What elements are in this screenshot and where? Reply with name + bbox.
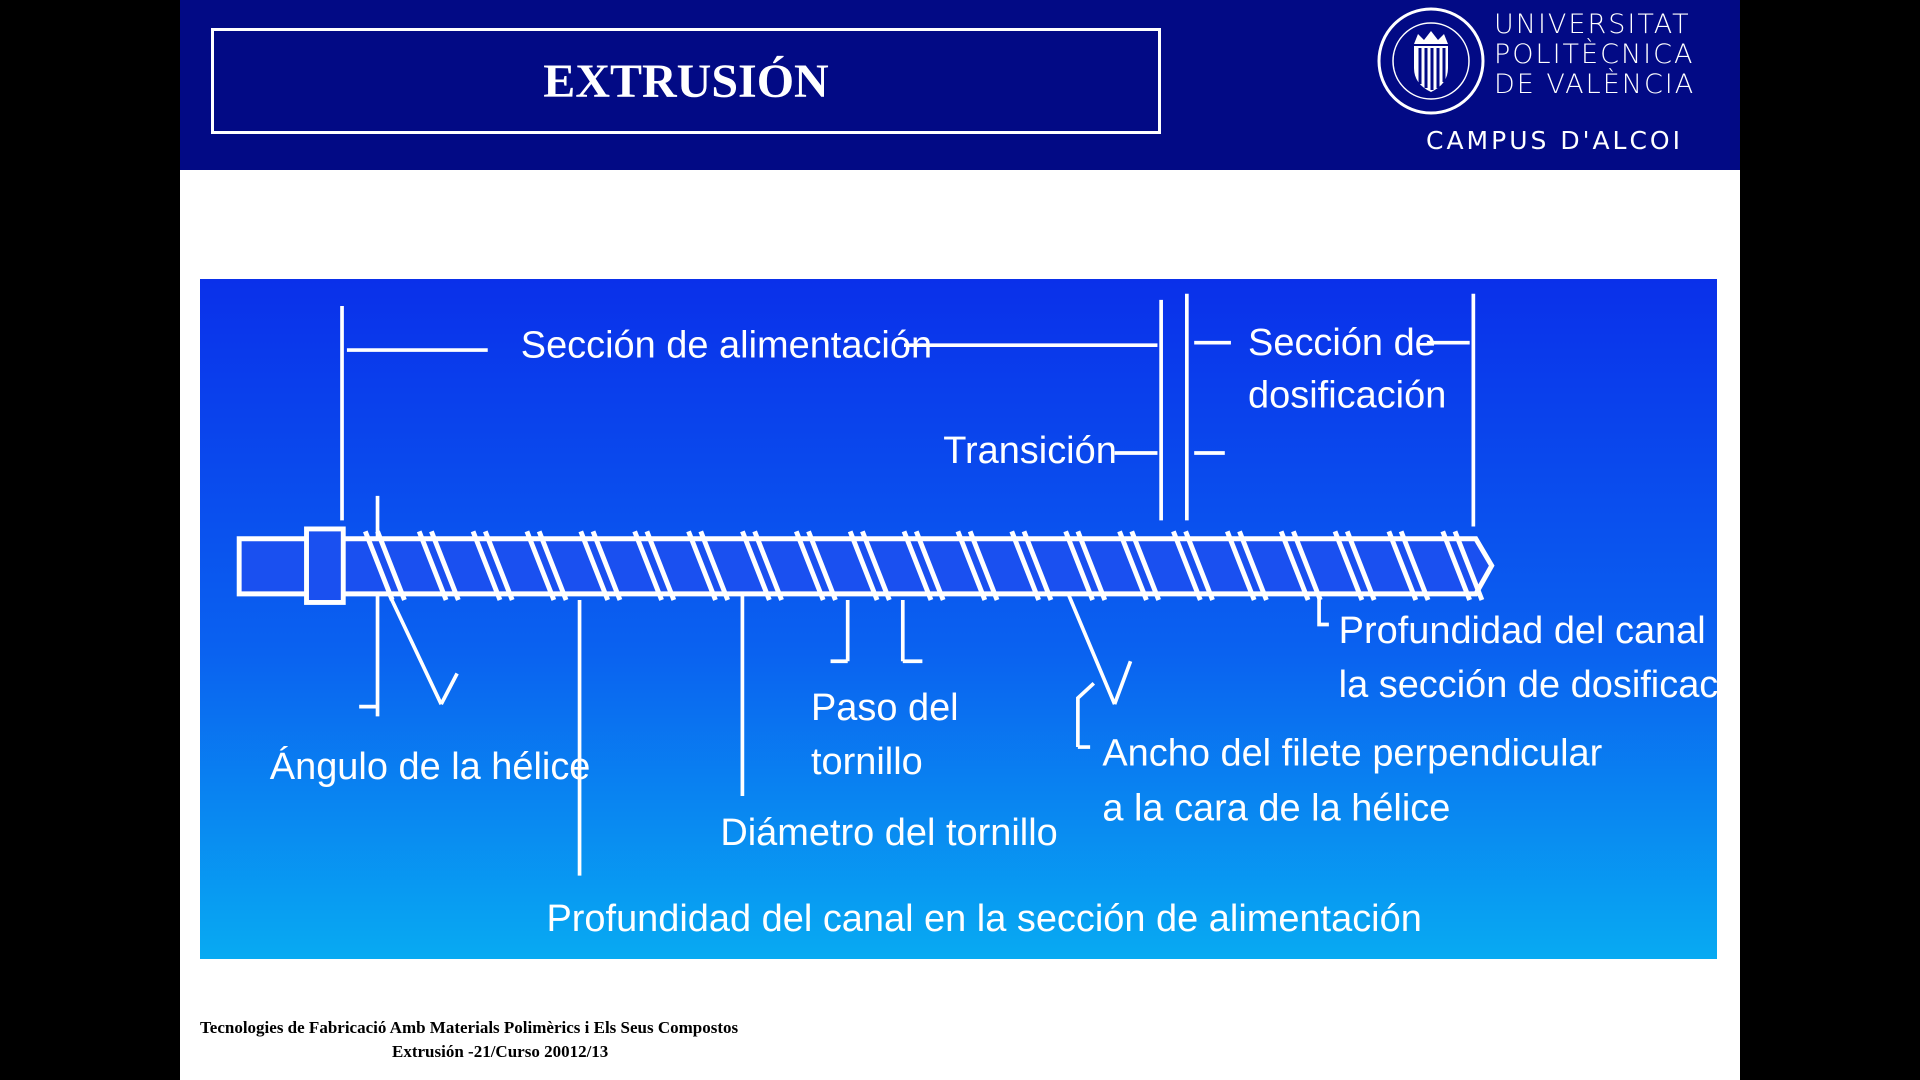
- label-helix-angle: Ángulo de la hélice: [270, 745, 591, 788]
- screw-flight: [1009, 530, 1054, 601]
- screw-flight: [1224, 530, 1269, 601]
- screw-flight: [740, 530, 784, 601]
- screw-flight: [578, 530, 623, 601]
- label-feed-depth: Profundidad del canal en la sección de a…: [546, 898, 1421, 940]
- label-flight-width-2: a la cara de la hélice: [1102, 788, 1450, 830]
- logo-line-2: POLITÈCNICA: [1494, 39, 1695, 70]
- label-metering-section-1: Sección de: [1248, 322, 1436, 364]
- screw-flight: [632, 530, 677, 601]
- screw-flight: [1332, 530, 1377, 601]
- label-pitch-2: tornillo: [811, 741, 923, 783]
- footer-course: Tecnologies de Fabricació Amb Materials …: [200, 1018, 739, 1037]
- screw-flight: [847, 530, 892, 601]
- label-feed-section: Sección de alimentación: [521, 324, 932, 366]
- university-logo: UNIVERSITAT POLITÈCNICA DE VALÈNCIA CAMP…: [1370, 4, 1730, 164]
- slide-header: EXTRUSIÓN UNIVERSITAT POLITÈCNICA DE VAL…: [180, 0, 1740, 170]
- screw-flight: [1171, 530, 1215, 601]
- screw-diagram-svg: Sección de alimentación Sección de dosif…: [236, 293, 1717, 940]
- university-seal-icon: [1377, 7, 1485, 115]
- screw-flights: [363, 530, 1485, 601]
- label-diameter: Diámetro del tornillo: [720, 812, 1057, 854]
- screw: [236, 526, 1495, 605]
- footer-slide-info: Extrusión -21/Curso 20012/13: [392, 1042, 609, 1061]
- label-metering-depth-1: Profundidad del canal en: [1339, 610, 1717, 652]
- screw-flight: [1063, 530, 1108, 601]
- screw-flight: [1117, 530, 1161, 601]
- extruder-screw-diagram: Sección de alimentación Sección de dosif…: [200, 279, 1717, 959]
- slide-title: EXTRUSIÓN: [543, 54, 829, 108]
- label-pitch-1: Paso del: [811, 687, 959, 729]
- screw-flight: [470, 530, 515, 601]
- university-name: UNIVERSITAT POLITÈCNICA DE VALÈNCIA: [1494, 10, 1695, 100]
- logo-line-3: DE VALÈNCIA: [1494, 69, 1696, 100]
- screw-flight: [524, 530, 569, 601]
- label-transition: Transición: [943, 430, 1117, 472]
- screw-flight: [416, 530, 461, 601]
- dimension-lines: [340, 293, 1476, 876]
- screw-flight: [1440, 530, 1485, 601]
- slide-footer: Tecnologies de Fabricació Amb Materials …: [200, 1018, 738, 1062]
- screw-flight: [901, 530, 946, 601]
- title-box: EXTRUSIÓN: [211, 28, 1161, 134]
- screw-flight: [793, 530, 838, 601]
- campus-name: CAMPUS D'ALCOI: [1426, 126, 1683, 155]
- slide: EXTRUSIÓN UNIVERSITAT POLITÈCNICA DE VAL…: [180, 0, 1740, 1080]
- label-flight-width-1: Ancho del filete perpendicular: [1102, 732, 1602, 774]
- logo-line-1: UNIVERSITAT: [1494, 9, 1691, 40]
- label-metering-depth-2: la sección de dosificación: [1339, 664, 1717, 706]
- screw-flight: [955, 530, 1000, 601]
- screw-flight: [1278, 530, 1323, 601]
- screw-flight: [363, 530, 407, 601]
- screw-flight: [686, 530, 730, 601]
- label-metering-section-2: dosificación: [1248, 375, 1446, 417]
- screw-flight: [1386, 530, 1431, 601]
